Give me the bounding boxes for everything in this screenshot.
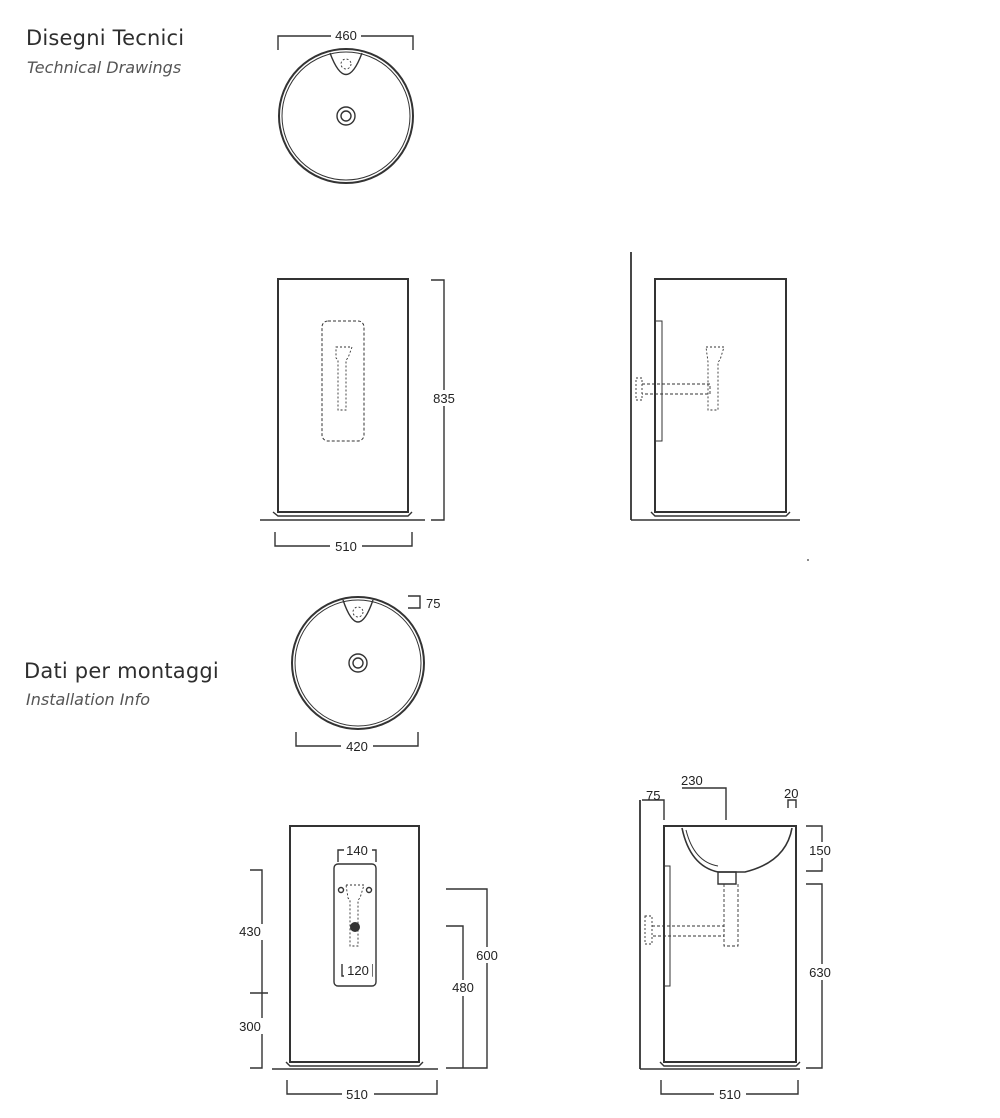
pedestal-plinth xyxy=(272,511,413,517)
access-panel-outline xyxy=(321,320,365,442)
install-drain-outer-icon xyxy=(348,653,368,673)
install-height-480-dimension-line xyxy=(446,925,464,1068)
waste-pipe-hidden xyxy=(642,383,711,395)
install-side-plinth xyxy=(659,1061,801,1067)
install-drain-valve-icon xyxy=(350,922,360,932)
panel-screw-left-icon xyxy=(337,886,345,894)
install-front-lower-label: 300 xyxy=(239,1019,261,1034)
install-side-basin-label: 230 xyxy=(681,773,703,788)
install-side-pedestal-body xyxy=(663,825,797,1063)
basin-rim-outline xyxy=(278,48,414,184)
basin-inner-outline xyxy=(281,51,411,181)
install-side-access-panel xyxy=(664,865,671,987)
drain-fitting xyxy=(717,871,737,885)
siphon-trap-hidden xyxy=(335,346,353,411)
install-pedestal-body xyxy=(289,825,420,1063)
install-basin-rim xyxy=(291,596,425,730)
install-tap-bridge xyxy=(342,599,374,623)
install-access-panel xyxy=(333,863,377,987)
install-front-width-label: 510 xyxy=(346,1087,368,1102)
install-side-rim-label: 20 xyxy=(784,786,798,801)
install-tap-hole-icon xyxy=(352,606,364,618)
install-pedestal-plinth xyxy=(285,1061,424,1067)
install-side-height-label: 630 xyxy=(809,965,831,980)
side-pedestal-body xyxy=(654,278,787,513)
install-side-siphon-hidden xyxy=(723,884,739,947)
install-side-basin-dimension-line xyxy=(682,787,727,820)
front-height-label: 835 xyxy=(433,391,455,406)
front-width-label: 510 xyxy=(335,539,357,554)
install-top-view-drawing xyxy=(291,595,425,747)
install-side-rim-dimension-line xyxy=(787,799,797,808)
install-drain-inner-icon xyxy=(352,657,364,669)
front-view-drawing xyxy=(260,278,445,547)
pedestal-body xyxy=(277,278,409,513)
side-pedestal-plinth xyxy=(650,511,791,517)
side-access-panel xyxy=(655,320,663,442)
install-front-view-drawing xyxy=(250,825,488,1095)
tap-hole-icon xyxy=(340,58,352,70)
panel-width-bottom-label: 120 xyxy=(347,963,369,978)
technical-drawings-subtitle: Technical Drawings xyxy=(27,58,182,77)
side-siphon-hidden xyxy=(705,346,725,411)
installation-info-title: Dati per montaggi xyxy=(24,659,219,683)
panel-width-top-label: 140 xyxy=(346,843,368,858)
install-height-480-label: 480 xyxy=(452,980,474,995)
install-top-offset-label: 75 xyxy=(426,596,440,611)
wall-flange-hidden xyxy=(635,377,643,401)
drain-inner-icon xyxy=(340,110,352,122)
install-top-width-label: 420 xyxy=(346,739,368,754)
install-side-view-drawing xyxy=(639,787,823,1095)
install-height-600-dimension-line xyxy=(446,888,488,1069)
install-height-600-label: 600 xyxy=(476,948,498,963)
side-view-drawing xyxy=(630,252,809,561)
install-basin-inner xyxy=(294,599,422,727)
install-side-waste-pipe xyxy=(652,925,725,937)
installation-info-subtitle: Installation Info xyxy=(26,690,150,709)
install-side-width-label: 510 xyxy=(719,1087,741,1102)
drain-outer-icon xyxy=(336,106,356,126)
tap-hole-bridge xyxy=(329,52,363,75)
install-wall-flange xyxy=(644,915,653,945)
basin-bowl-section xyxy=(681,827,793,873)
install-top-offset-dimension-line xyxy=(408,595,421,609)
technical-drawings-title: Disegni Tecnici xyxy=(26,26,185,50)
install-side-basin-depth-label: 150 xyxy=(809,843,831,858)
install-side-offset-label: 75 xyxy=(646,788,660,803)
install-siphon-hidden xyxy=(345,884,365,947)
top-view-width-label: 460 xyxy=(335,28,357,43)
panel-screw-right-icon xyxy=(365,886,373,894)
basin-bowl-inner xyxy=(685,829,719,867)
top-view-drawing xyxy=(277,35,414,184)
install-front-left-dimension-line xyxy=(250,869,263,1069)
install-front-upper-label: 430 xyxy=(239,924,261,939)
install-side-offset-dimension-line xyxy=(642,799,665,820)
